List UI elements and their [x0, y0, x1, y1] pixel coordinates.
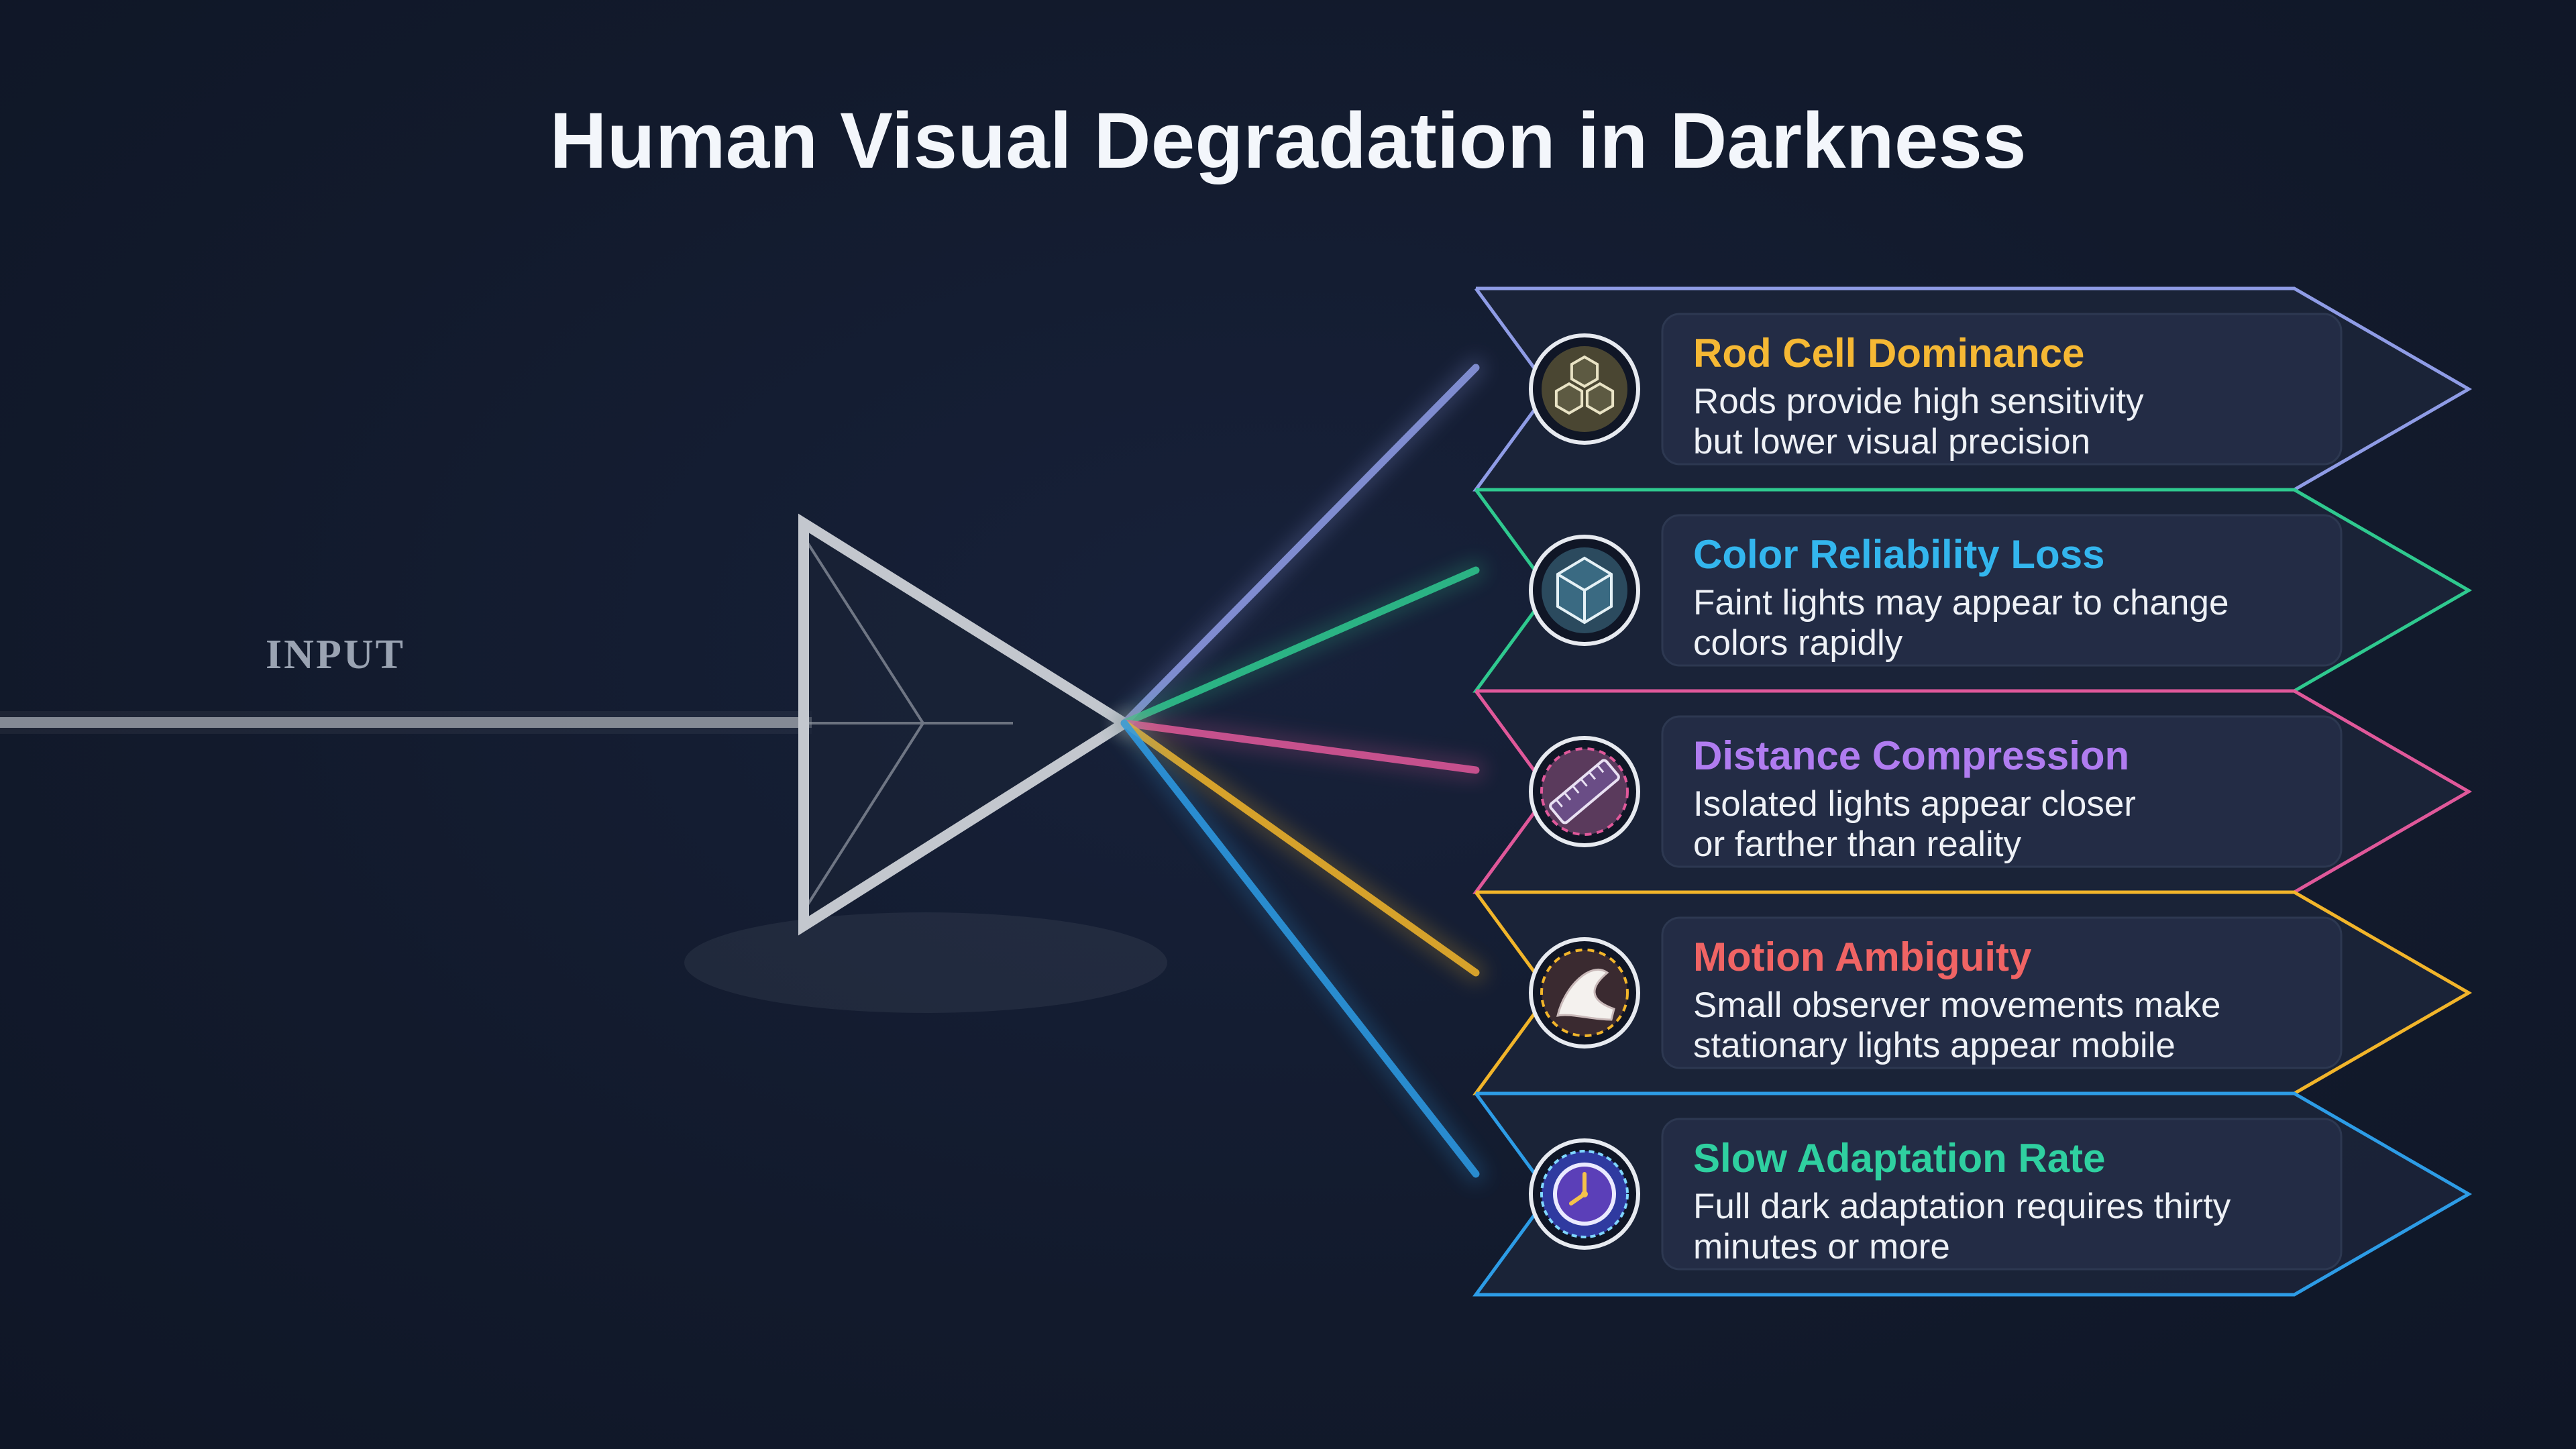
item-description-line: colors rapidly	[1693, 623, 1903, 663]
item-title: Rod Cell Dominance	[1693, 331, 2084, 376]
ray-1	[1114, 358, 1486, 733]
ruler-icon	[1529, 736, 1640, 847]
hexagon-cells-icon	[1529, 333, 1640, 445]
item-description-line: Full dark adaptation requires thirty	[1693, 1187, 2231, 1226]
ray-5	[1114, 713, 1486, 1184]
item-card	[1661, 313, 2343, 466]
color-cube-icon	[1529, 535, 1640, 646]
item-description-line: Isolated lights appear closer	[1693, 784, 2136, 824]
input-label: INPUT	[266, 632, 405, 678]
item-description-line: Rods provide high sensitivity	[1693, 382, 2144, 421]
ray-2	[1114, 560, 1486, 733]
item-description-line: stationary lights appear mobile	[1693, 1026, 2176, 1065]
item-title: Motion Ambiguity	[1693, 934, 2032, 979]
item-description-line: but lower visual precision	[1693, 422, 2090, 462]
item-description-line: minutes or more	[1693, 1227, 1950, 1267]
ray-3	[1114, 713, 1486, 780]
input-beam	[0, 711, 812, 734]
dispersed-rays	[1114, 358, 1486, 1184]
ray-4	[1114, 713, 1486, 983]
item-card	[1661, 715, 2343, 868]
item-card	[1661, 514, 2343, 667]
item-card	[1661, 1118, 2343, 1271]
item-title: Slow Adaptation Rate	[1693, 1136, 2105, 1181]
item-card	[1661, 916, 2343, 1069]
clock-icon	[1529, 1138, 1640, 1250]
page-title: Human Visual Degradation in Darkness	[549, 97, 2026, 185]
item-description-line: or farther than reality	[1693, 824, 2022, 864]
prism	[798, 513, 1135, 936]
item-description-line: Faint lights may appear to change	[1693, 583, 2229, 623]
item-title: Color Reliability Loss	[1693, 532, 2104, 577]
item-title: Distance Compression	[1693, 733, 2129, 778]
motion-swoosh-icon	[1529, 937, 1640, 1049]
prism-shadow	[684, 912, 1167, 1013]
item-description-line: Small observer movements make	[1693, 985, 2220, 1025]
